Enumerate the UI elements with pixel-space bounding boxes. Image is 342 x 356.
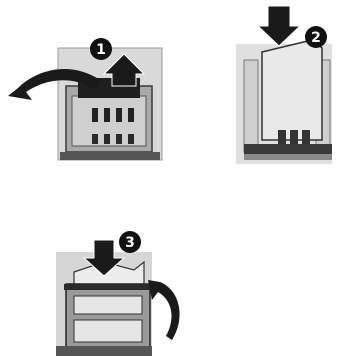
step-3-close-arrow-icon	[148, 280, 180, 340]
step-3-number: 3	[125, 235, 135, 251]
step-3-base	[56, 346, 152, 356]
step-3-latch-edge	[64, 284, 152, 290]
step-3-illustration: 3	[56, 231, 180, 356]
step-3-badge: 3	[119, 231, 141, 253]
